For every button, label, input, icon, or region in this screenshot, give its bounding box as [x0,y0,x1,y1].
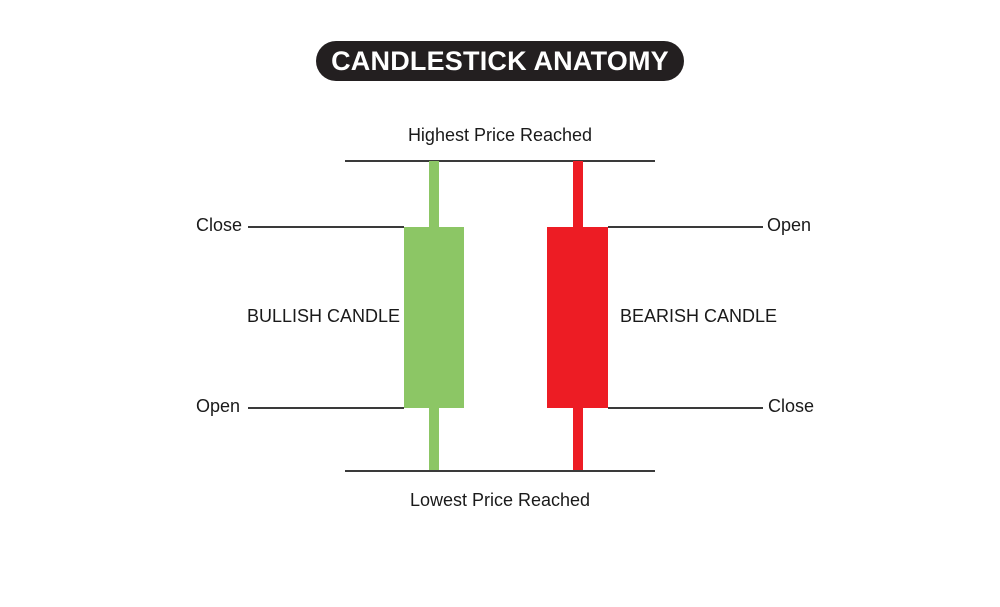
bearish-close-label: Close [768,396,815,416]
bearish-open-line [608,226,763,228]
low-line [345,470,655,472]
bullish-open-label: Open [196,396,241,416]
bearish-open-label: Open [767,215,812,235]
bearish-upper-wick [573,161,583,227]
bullish-upper-wick [429,161,439,227]
bullish-close-label: Close [196,215,243,235]
bullish-lower-wick [429,408,439,471]
title-banner: CANDLESTICK ANATOMY [316,41,684,81]
bearish-lower-wick [573,408,583,471]
high-line [345,160,655,162]
bullish-candle-body [404,227,464,408]
title-text: CANDLESTICK ANATOMY [331,45,669,76]
bullish-open-line [248,407,404,409]
bearish-candle-body [547,227,608,408]
bullish-candle-label: BULLISH CANDLE [247,306,401,326]
bearish-close-line [608,407,763,409]
bearish-candle-label: BEARISH CANDLE [620,306,778,326]
highest-price-label: Highest Price Reached [407,125,593,145]
lowest-price-label: Lowest Price Reached [409,490,591,510]
bullish-close-line [248,226,404,228]
